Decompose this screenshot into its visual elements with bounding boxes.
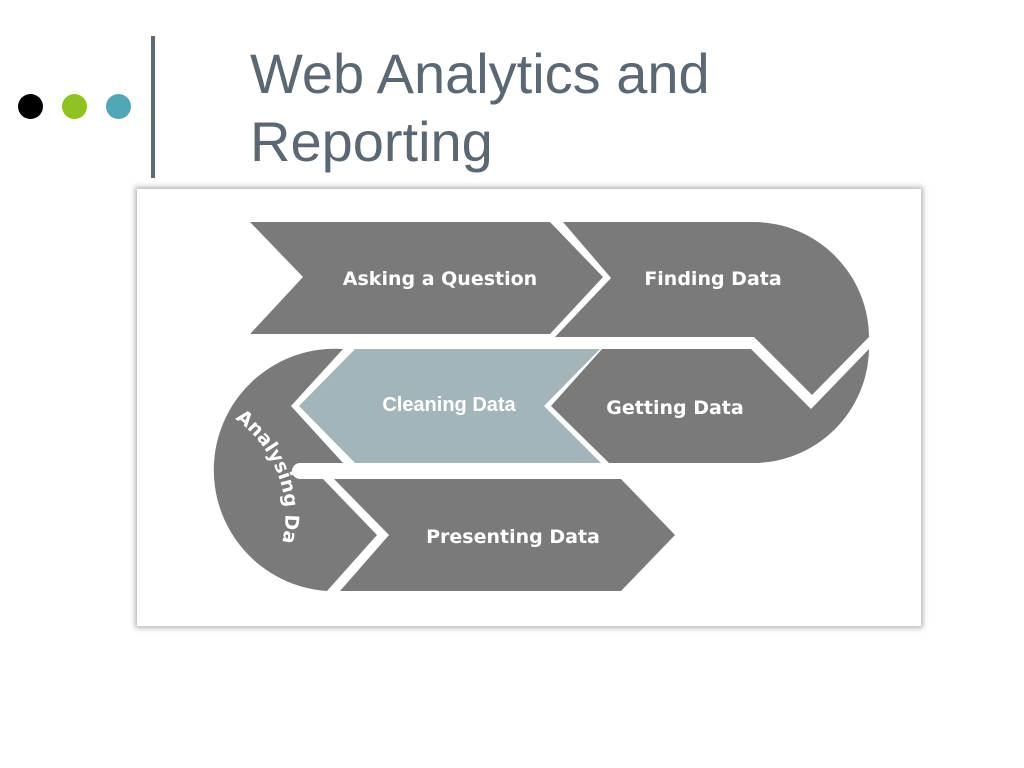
bullet-dot-teal (106, 94, 131, 119)
step-cleaning-data-label: Cleaning Data (382, 394, 516, 416)
title-divider (151, 36, 155, 178)
process-diagram: Asking a Question Finding Data Getting D… (137, 189, 921, 626)
bullet-dot-green (62, 94, 87, 119)
step-analysing-data-shape (213, 348, 377, 591)
step-cleaning-data-shape (299, 349, 601, 463)
step-finding-data-label: Finding Data (644, 268, 781, 290)
process-diagram-svg: Asking a Question Finding Data Getting D… (137, 189, 869, 591)
bullet-dots (18, 94, 131, 119)
step-getting-data-shape (551, 349, 869, 463)
step-asking-question-label: Asking a Question (343, 268, 537, 290)
bullet-dot-black (18, 94, 43, 119)
step-getting-data-label: Getting Data (606, 397, 743, 419)
step-presenting-data-label: Presenting Data (426, 526, 600, 548)
title-line-2: Reporting (250, 110, 493, 173)
title-line-1: Web Analytics and (250, 42, 710, 105)
slide-title: Web Analytics and Reporting (250, 40, 710, 176)
step-presenting-data-shape (334, 479, 675, 591)
step-asking-question-shape (250, 222, 603, 334)
step-finding-data-shape (555, 222, 869, 395)
